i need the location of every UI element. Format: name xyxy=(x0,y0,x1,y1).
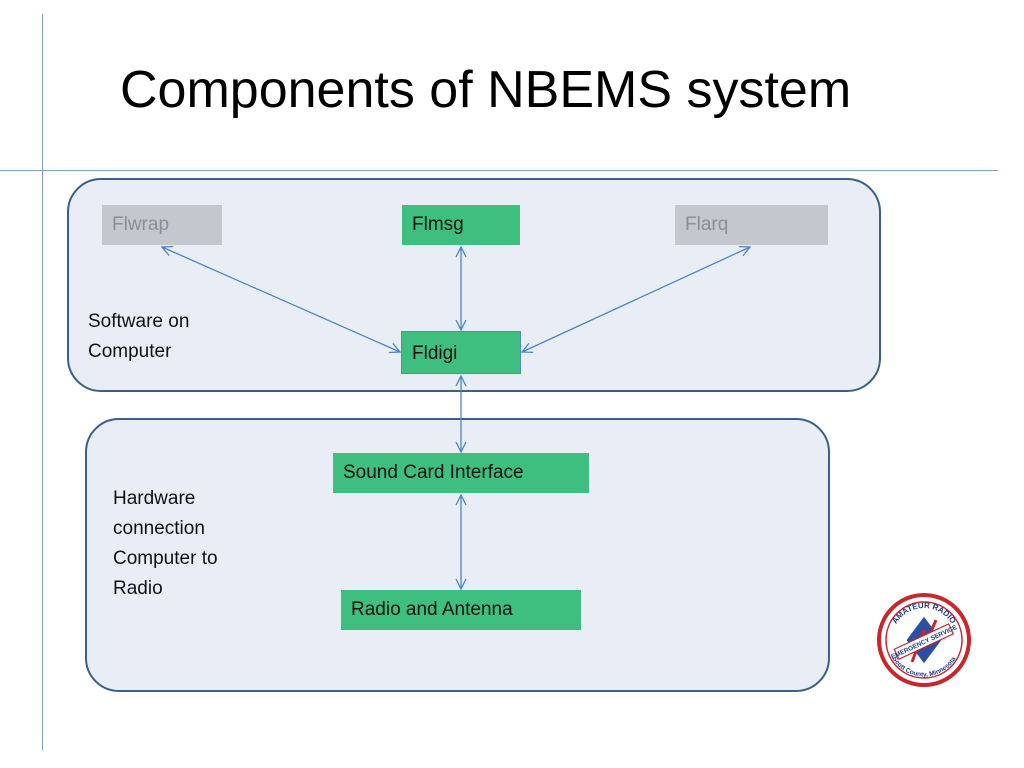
software-caption: Software on Computer xyxy=(88,311,190,362)
horizontal-rule xyxy=(0,170,998,171)
ares-emblem-icon: AMATEUR RADIO EMERGENCY SERVICE Scott Co… xyxy=(877,593,971,687)
hardware-caption: Hardware connection Computer to Radio xyxy=(113,488,218,599)
radio-antenna-box: Radio and Antenna xyxy=(341,590,581,630)
flwrap-box: Flwrap xyxy=(102,205,222,245)
vertical-rule xyxy=(42,14,43,750)
page-title: Components of NBEMS system xyxy=(120,61,852,119)
flmsg-box: Flmsg xyxy=(402,205,520,245)
fldigi-box: Fldigi xyxy=(401,331,521,374)
sound-card-box: Sound Card Interface xyxy=(333,453,589,493)
flarq-box: Flarq xyxy=(675,205,828,245)
